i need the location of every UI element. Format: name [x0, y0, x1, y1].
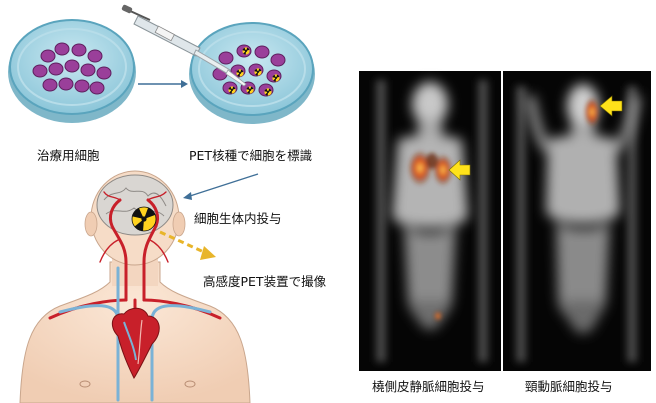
label-therapy-cells: 治療用細胞 [37, 150, 100, 163]
pet-image-radial-vein [359, 71, 501, 371]
radiation-symbol-head [132, 207, 156, 231]
petri-dish-labeled-cells [189, 23, 315, 124]
label-imaging: 高感度PET装置で撮像 [203, 276, 326, 289]
petri-dish-cells [8, 20, 136, 123]
label-pet-labeling: PET核種で細胞を標識 [189, 150, 312, 163]
arrow-dish-to-dish [138, 80, 188, 88]
pet-image-carotid-artery [503, 71, 651, 371]
arrow-dish-to-body [183, 174, 258, 200]
label-carotid-artery: 頸動脈細胞投与 [525, 381, 613, 394]
label-radial-vein: 橈側皮静脈細胞投与 [372, 381, 485, 394]
label-in-vivo-injection: 細胞生体内投与 [194, 213, 282, 226]
